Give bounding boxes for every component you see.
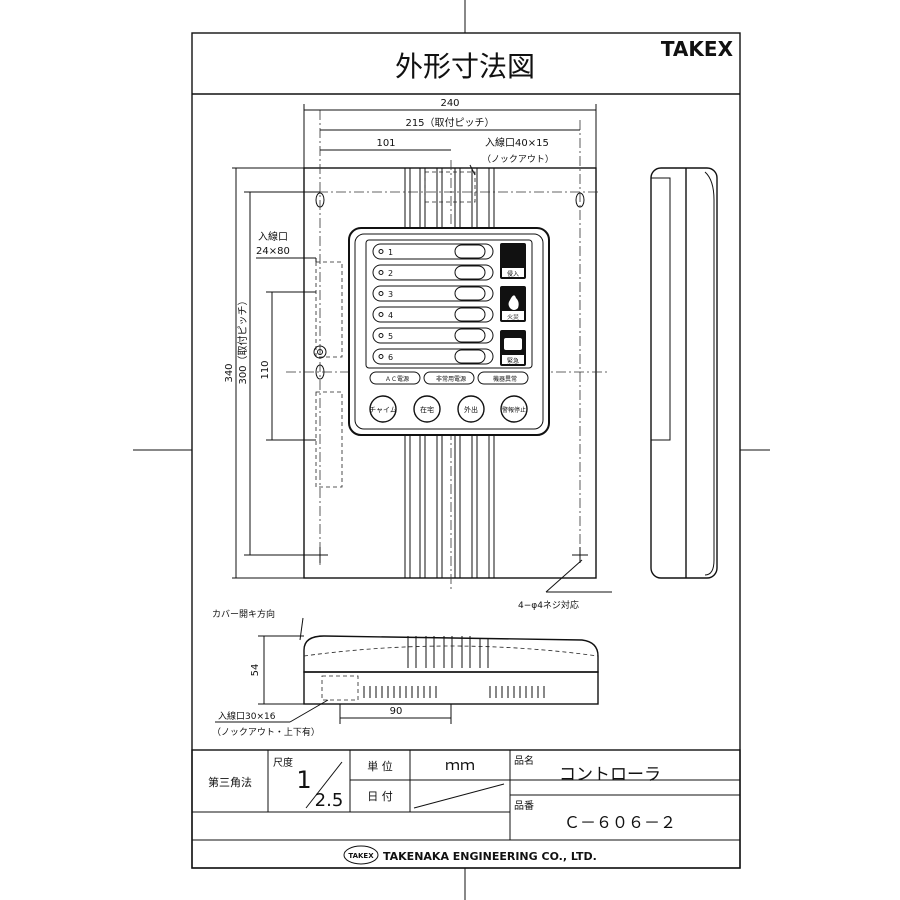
status-row: ＡＣ電源 非常用電源 機器異常 [369, 371, 529, 385]
zone-label: 5 [388, 332, 393, 341]
crop-marks [133, 0, 770, 900]
zone-led [378, 270, 384, 275]
dim-width-overall: 240 [440, 98, 459, 109]
product-name-label: 品名 [514, 754, 534, 767]
icon-emergency-label: 緊急 [507, 357, 519, 365]
zone-label: 2 [388, 269, 393, 278]
dim-screw-note: 4−φ4ネジ対応 [518, 599, 579, 611]
alarm-stop-button-label: 警報停止 [502, 406, 526, 414]
dim-bottom-inlet: 入線口30×16 [218, 710, 276, 722]
front-body [303, 167, 597, 579]
bottom-view: カバー開キ方向 54 90 入線口30×16 （ノックアウト・上下有） [212, 608, 599, 738]
date-label: 日 付 [367, 790, 393, 803]
zone-led [378, 249, 384, 254]
status-backup-power: 非常用電源 [436, 375, 466, 383]
scale-numerator: 1 [296, 766, 311, 794]
zone-label: 6 [388, 353, 393, 362]
zone-button[interactable] [454, 349, 486, 364]
company-name: TAKENAKA ENGINEERING CO., LTD. [383, 850, 597, 863]
away-button-label: 外出 [464, 405, 478, 414]
panel-buttons: チャイム 在宅 外出 警報停止 [369, 395, 528, 423]
sheet-border [191, 32, 741, 869]
projection-label: 第三角法 [208, 775, 252, 789]
icon-intrusion-label: 侵入 [507, 270, 519, 278]
zone-led [378, 312, 384, 317]
dim-101: 101 [376, 138, 395, 149]
side-view [650, 167, 718, 579]
home-button-label: 在宅 [420, 405, 434, 414]
zone-row [372, 243, 494, 260]
zone-led [378, 291, 384, 296]
zone-label: 3 [388, 290, 393, 299]
title-block: 第三角法 尺度 1 2.5 単 位 ｍｍ 日 付 品名 コントローラ 品番 Ｃ－… [191, 749, 741, 869]
zone-button[interactable] [454, 307, 486, 322]
dim-mount-pitch-h: 300（取付ピッチ） [236, 295, 249, 384]
zone-row [372, 348, 494, 365]
zone-row [372, 306, 494, 323]
scale-denominator: 2.5 [315, 790, 344, 811]
zone-button[interactable] [454, 265, 486, 280]
front-dimensions: 240 215（取付ピッチ） 101 入線口40×15 （ノックアウト） 入線口… [224, 98, 612, 611]
dim-side-inlet: 入線口 [258, 230, 288, 243]
dim-height-overall: 340 [224, 363, 235, 382]
front-view: 1 2 3 4 5 6 侵入 火災 緊急 ＡＣ電源 非常用電源 機器異常 [286, 110, 610, 590]
status-icons: 侵入 火災 緊急 [500, 243, 526, 366]
zone-label: 4 [388, 311, 393, 320]
dim-knockout-top-note: （ノックアウト） [482, 154, 554, 165]
chime-button[interactable] [369, 395, 397, 423]
dim-side-inlet-size: 24×80 [256, 246, 290, 257]
brand-logo: TAKEX [661, 37, 734, 61]
zone-button[interactable] [454, 286, 486, 301]
home-button[interactable] [413, 395, 441, 423]
drawing-title: 外形寸法図 [395, 50, 535, 83]
zone-button[interactable] [454, 328, 486, 343]
zone-row [372, 327, 494, 344]
alarm-stop-button[interactable] [500, 395, 528, 423]
product-name-value: コントローラ [559, 765, 661, 785]
cover-open-label: カバー開キ方向 [212, 608, 275, 620]
away-button[interactable] [457, 395, 485, 423]
zone-button[interactable] [454, 244, 486, 259]
icon-fire-label: 火災 [507, 314, 519, 321]
zone-led [378, 354, 384, 359]
zone-label: 1 [388, 248, 393, 257]
chime-button-label: チャイム [369, 406, 397, 414]
dim-110: 110 [260, 360, 271, 379]
dim-knockout-top: 入線口40×15 [485, 136, 549, 149]
company-logo: TAKEX [348, 852, 374, 860]
zone-list: 1 2 3 4 5 6 [372, 243, 494, 365]
unit-label: 単 位 [367, 759, 393, 773]
company-logo-oval [343, 845, 379, 865]
zone-row [372, 285, 494, 302]
status-ac-power: ＡＣ電源 [385, 375, 409, 383]
zone-led [378, 333, 384, 338]
zone-row [372, 264, 494, 281]
dim-mount-pitch-w: 215（取付ピッチ） [405, 116, 494, 129]
dim-depth-54: 54 [250, 664, 261, 677]
status-device-fault: 機器異常 [493, 375, 517, 383]
dim-90: 90 [390, 706, 403, 717]
scale-label: 尺度 [273, 756, 293, 769]
dim-bottom-inlet-note: （ノックアウト・上下有） [212, 726, 320, 738]
part-number-value: Ｃ－６０６－２ [564, 813, 676, 832]
unit-value: ｍｍ [445, 756, 475, 774]
part-number-label: 品番 [514, 800, 534, 812]
